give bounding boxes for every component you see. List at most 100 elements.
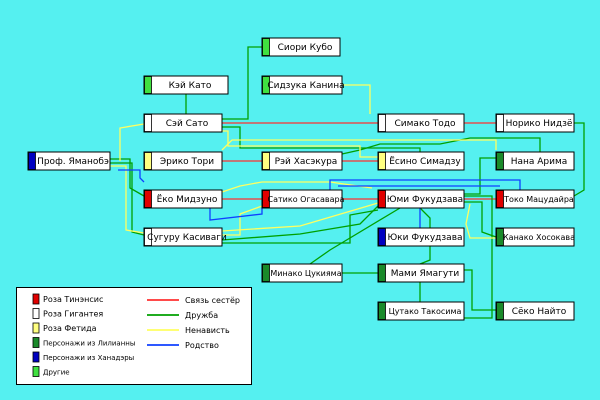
node-label: Сэй Сато <box>166 119 209 129</box>
relation-line-22 <box>573 122 585 197</box>
node-label: Кэй Като <box>169 81 212 91</box>
node-mami: Мами Ямагути <box>377 263 465 283</box>
node-label: Проф. Яманобэ <box>37 157 109 167</box>
node-toko: Токо Мацудайра <box>495 189 575 209</box>
legend-swatch <box>32 337 40 348</box>
legend-label: Персонажи из Ханадэры <box>43 354 134 362</box>
legend-category-1: Роза Гигантея <box>32 308 103 319</box>
relation-line-12 <box>221 205 379 241</box>
legend-swatch <box>32 366 40 377</box>
node-label: Сиори Кубо <box>278 43 333 53</box>
relation-line-27 <box>110 165 145 234</box>
node-label: Сёко Найто <box>512 307 567 317</box>
node-yoshino: Ёсино Симадзу <box>377 151 465 171</box>
legend-relation-2: Ненависть <box>147 326 230 335</box>
node-label: Цутако Такосима <box>389 307 462 316</box>
relation-line-28 <box>222 205 263 236</box>
node-shiori: Сиори Кубо <box>261 37 341 57</box>
node-label: Мами Ямагути <box>391 269 460 279</box>
category-marker <box>496 152 504 170</box>
node-box <box>143 151 223 171</box>
relation-line-36 <box>209 208 263 221</box>
category-marker <box>378 152 386 170</box>
node-box <box>143 227 223 247</box>
relation-line-30 <box>465 203 496 239</box>
relation-line-16 <box>464 195 493 319</box>
category-marker <box>496 114 504 132</box>
relation-line-14 <box>464 157 496 195</box>
legend-label: Роза Гигантея <box>43 310 103 319</box>
legend-label: Родство <box>185 341 219 350</box>
category-marker <box>262 264 270 282</box>
node-box <box>377 301 465 321</box>
node-label: Рэй Хасэкура <box>275 157 338 167</box>
category-marker <box>262 38 270 56</box>
node-minako: Минако Цукияма <box>261 263 343 283</box>
node-shimako: Симако Тодо <box>377 113 465 133</box>
category-marker <box>378 228 386 246</box>
node-label: Юми Фукудзава <box>387 195 463 205</box>
legend-category-5: Другие <box>32 366 70 377</box>
node-label: Симако Тодо <box>395 119 456 129</box>
node-box <box>143 189 223 209</box>
category-marker <box>262 76 270 94</box>
relation-line-21 <box>309 207 401 265</box>
category-marker <box>144 76 152 94</box>
node-noriko: Норико Нидзё <box>495 113 575 133</box>
legend-category-4: Персонажи из Ханадэры <box>32 351 134 363</box>
node-box <box>377 151 465 171</box>
relation-line-25 <box>222 130 378 158</box>
legend-swatch <box>32 293 40 305</box>
node-prof: Проф. Яманобэ <box>27 151 111 171</box>
category-marker <box>28 152 36 170</box>
relation-line-9 <box>222 126 421 152</box>
legend-label: Роза Фетида <box>43 324 97 333</box>
node-box <box>377 227 465 247</box>
node-box <box>495 189 575 209</box>
relation-line-33 <box>329 179 521 190</box>
node-box <box>377 263 465 283</box>
node-kanako: Канако Хосокава <box>495 227 575 247</box>
legend-swatch <box>32 308 40 319</box>
relation-line-29 <box>221 181 373 193</box>
relation-line-10 <box>110 158 145 197</box>
node-box <box>143 75 229 95</box>
node-label: Ёко Мидзуно <box>157 194 218 205</box>
node-eriko: Эрико Тори <box>143 151 223 171</box>
legend-label: Персонажи из Лилианны <box>43 340 135 348</box>
legend-label: Роза Тинэнсис <box>43 295 103 304</box>
node-yuki: Юки Фукудзава <box>377 227 465 247</box>
category-marker <box>262 152 270 170</box>
node-label: Сидзука Канина <box>267 81 344 91</box>
relation-line-31 <box>221 202 379 232</box>
legend-swatch <box>32 351 40 363</box>
category-marker <box>496 302 504 320</box>
category-marker <box>378 190 386 208</box>
legend-label: Связь сестёр <box>185 296 240 305</box>
node-label: Нана Арима <box>511 157 568 167</box>
legend-relation-0: Связь сестёр <box>147 296 240 305</box>
node-sachiko: Сатико Огасавара <box>261 189 345 209</box>
legend-category-2: Роза Фетида <box>32 322 97 334</box>
legend-label: Другие <box>43 369 70 377</box>
category-marker <box>496 228 504 246</box>
relation-line-32 <box>221 139 497 151</box>
relation-line-11 <box>110 162 145 236</box>
node-box <box>377 189 465 209</box>
relation-line-7 <box>222 46 262 120</box>
category-marker <box>496 190 504 208</box>
node-box <box>377 113 465 133</box>
category-marker <box>378 114 386 132</box>
node-label: Сугуру Касиваги <box>147 233 227 243</box>
node-label: Ёсино Симадзу <box>389 156 461 167</box>
node-box <box>261 151 343 171</box>
node-yoko: Ёко Мидзуно <box>143 189 223 209</box>
node-tsutako: Цутако Такосима <box>377 301 465 321</box>
legend-label: Ненависть <box>185 326 230 335</box>
category-marker <box>262 190 270 208</box>
node-kei: Кэй Като <box>143 75 229 95</box>
